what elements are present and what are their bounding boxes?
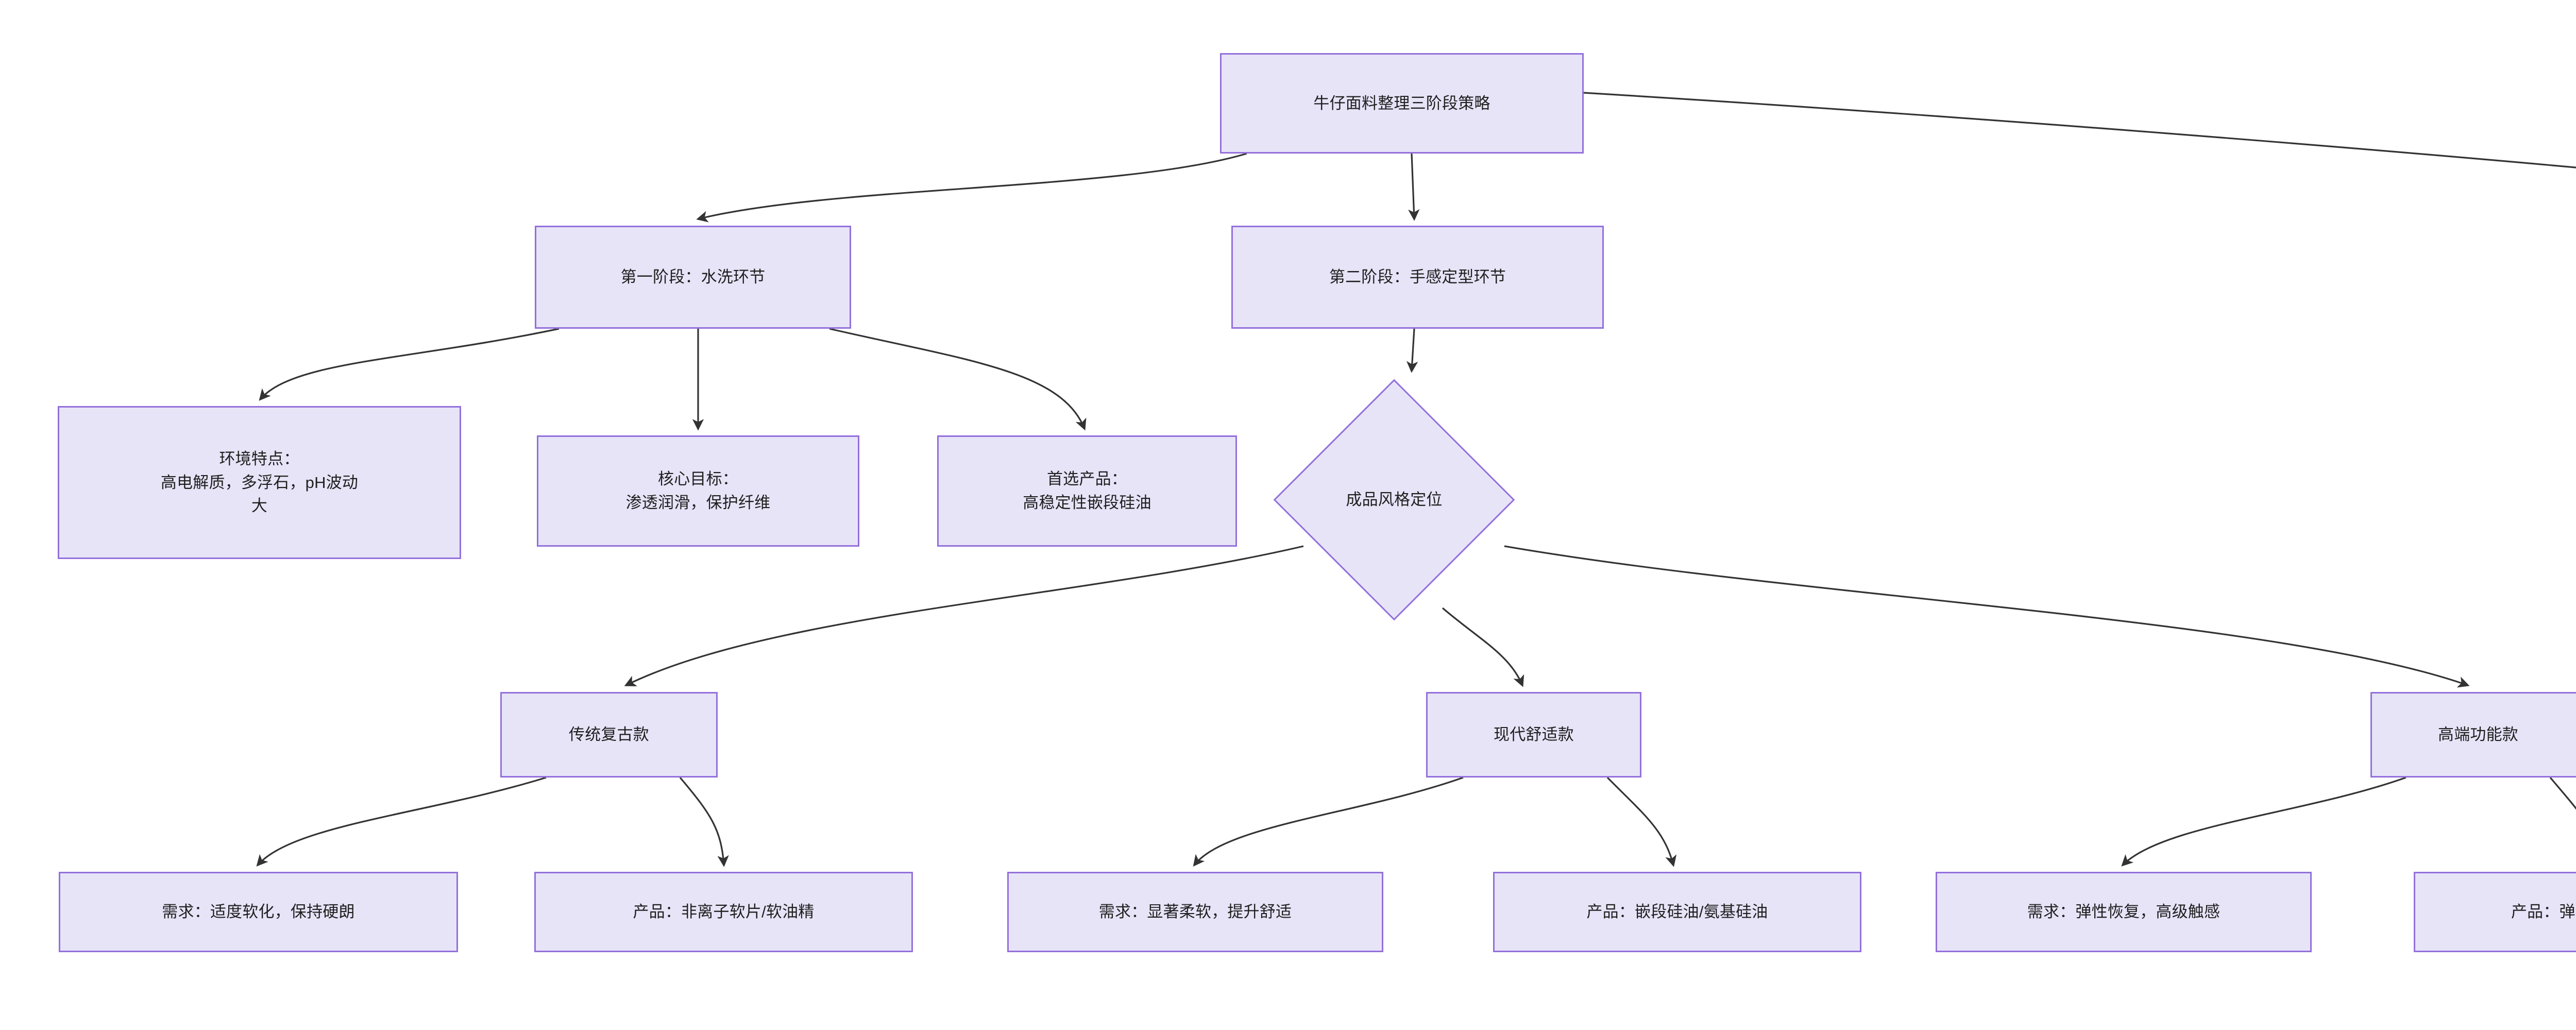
node-label-env: 环境特点： 高电解质，多浮石，pH波动 大 (160, 449, 359, 515)
node-phase1[interactable]: 第一阶段：水洗环节 (535, 226, 851, 329)
node-label-retro_need: 需求：适度软化，保持硬朗 (162, 903, 355, 921)
node-label-premium: 高端功能款 (2438, 725, 2518, 744)
node-label-comfort: 现代舒适款 (1494, 725, 1574, 744)
node-label-retro: 传统复古款 (569, 725, 649, 744)
edge-retro-to-retro_prod (679, 776, 729, 867)
edge-comfort-to-comf_need (1193, 776, 1464, 867)
node-label-root: 牛仔面料整理三阶段策略 (1313, 94, 1490, 112)
edge-phase1-to-env (259, 328, 560, 401)
node-style[interactable]: 成品风格定位 (1272, 378, 1516, 622)
edge-comfort-to-comf_prod (1606, 776, 1677, 867)
node-env[interactable]: 环境特点： 高电解质，多浮石，pH波动 大 (58, 406, 461, 559)
node-goal[interactable]: 核心目标： 渗透润滑，保护纤维 (537, 435, 859, 547)
node-label-prem_need: 需求：弹性恢复，高级触感 (2027, 903, 2221, 921)
edge-premium-to-prem_prod (2549, 776, 2576, 810)
node-label-phase1: 第一阶段：水洗环节 (620, 268, 766, 286)
node-label-style: 成品风格定位 (1346, 491, 1443, 509)
edge-root-to-phase2 (1408, 153, 1420, 221)
node-product1[interactable]: 首选产品： 高稳定性嵌段硅油 (937, 435, 1237, 547)
edge-root-to-phase1 (696, 153, 1247, 223)
node-prem_prod[interactable]: 产品：弹力硅油/亲水硅油 (2414, 872, 2576, 952)
node-label-product1: 首选产品： 高稳定性嵌段硅油 (1023, 470, 1151, 512)
edge-phase1-to-product1 (829, 328, 1087, 431)
node-comfort[interactable]: 现代舒适款 (1426, 692, 1641, 778)
node-comf_need[interactable]: 需求：显著柔软，提升舒适 (1007, 872, 1383, 952)
node-label-goal: 核心目标： 渗透润滑，保护纤维 (625, 470, 771, 512)
node-retro_prod[interactable]: 产品：非离子软片/软油精 (534, 872, 913, 952)
node-comf_prod[interactable]: 产品：嵌段硅油/氨基硅油 (1493, 872, 1861, 952)
edge-style-to-premium (1504, 545, 2470, 688)
edge-style-to-retro (624, 545, 1304, 686)
edge-phase2-to-style (1406, 328, 1418, 373)
node-premium[interactable]: 高端功能款 (2370, 692, 2576, 778)
node-retro[interactable]: 传统复古款 (500, 692, 718, 778)
node-label-comf_need: 需求：显著柔软，提升舒适 (1098, 903, 1292, 921)
node-label-retro_prod: 产品：非离子软片/软油精 (633, 903, 815, 921)
node-label-comf_prod: 产品：嵌段硅油/氨基硅油 (1586, 903, 1768, 921)
node-label-phase2: 第二阶段：手感定型环节 (1329, 268, 1506, 286)
edge-premium-to-prem_need (2121, 776, 2406, 867)
node-prem_need[interactable]: 需求：弹性恢复，高级触感 (1936, 872, 2312, 952)
diamond-shape-style (1272, 378, 1516, 622)
node-retro_need[interactable]: 需求：适度软化，保持硬朗 (59, 872, 458, 952)
edge-root-to-phase3 (1583, 92, 2576, 168)
node-root[interactable]: 牛仔面料整理三阶段策略 (1220, 53, 1584, 154)
node-label-prem_prod: 产品：弹力硅油/亲水硅油 (2511, 903, 2576, 921)
node-phase2[interactable]: 第二阶段：手感定型环节 (1231, 226, 1604, 329)
edge-retro-to-retro_need (256, 776, 547, 867)
